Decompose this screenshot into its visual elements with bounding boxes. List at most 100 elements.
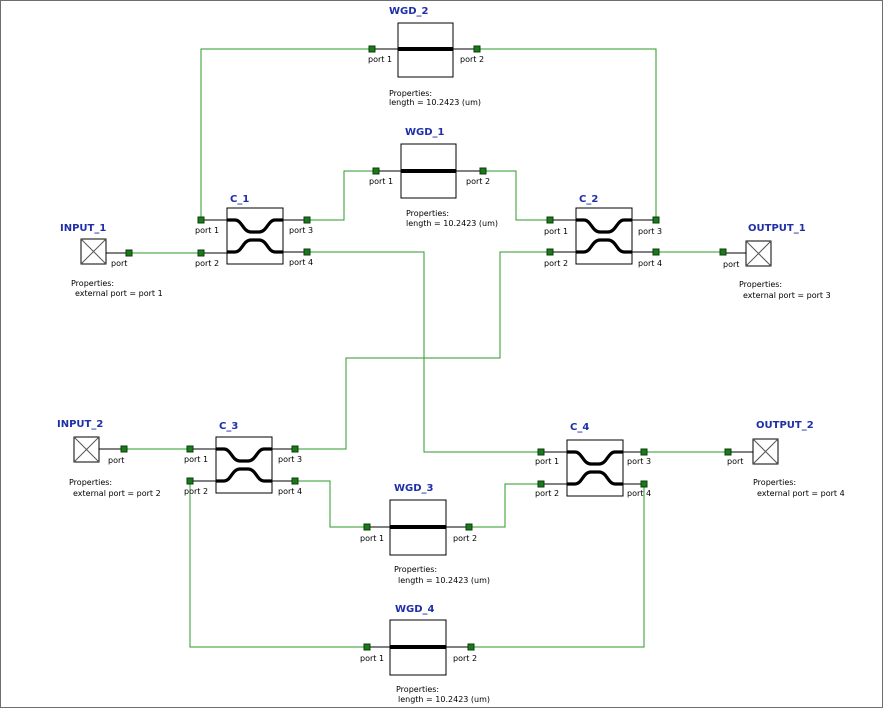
c3-lower-arm [216,467,272,483]
wire-wgd1-c2[interactable] [483,170,550,221]
c2-port3-label: port 3 [638,227,662,236]
wire-c2-c3[interactable] [295,251,550,450]
wgd4-port1-pin[interactable] [363,643,371,651]
output1-title: OUTPUT_1 [748,223,806,234]
wgd3-component[interactable]: WGD_3 port 1 port 2 Properties: length =… [360,483,490,585]
wgd1-component[interactable]: WGD_1 port 1 port 2 Properties: length =… [369,127,498,228]
c3-port1-label: port 1 [184,455,208,464]
wgd1-property-length: length = 10.2423 (um) [406,219,498,228]
output1-properties-heading: Properties: [739,280,782,289]
wire-wgd3-c4[interactable] [469,483,541,528]
connection-wires [124,48,728,648]
c2-title: C_2 [579,194,598,205]
wgd3-port1-pin[interactable] [363,523,371,531]
wgd4-title: WGD_4 [395,604,435,615]
wgd1-port1-pin[interactable] [372,167,380,175]
wire-c3-wgd3[interactable] [295,480,367,528]
output1-cross-b [745,240,772,267]
output2-port-component[interactable]: OUTPUT_2 port Properties: external port … [724,420,845,498]
c1-title: C_1 [230,194,249,205]
c3-port1-pin[interactable] [186,445,194,453]
wgd2-component[interactable]: WGD_2 port 1 port 2 Properties: length =… [368,6,484,107]
c2-port4-pin[interactable] [652,248,660,256]
wgd2-title: WGD_2 [389,6,429,17]
c3-port2-pin[interactable] [186,477,194,485]
c4-upper-arm [567,450,623,466]
c3-coupler[interactable]: C_3 port 1 port 2 port 3 port 4 [184,421,302,496]
output1-port-component[interactable]: OUTPUT_1 port Properties: external port … [719,223,831,300]
c1-port2-label: port 2 [195,259,219,268]
wgd2-port2-pin[interactable] [473,45,481,53]
output2-cross-b [752,438,779,465]
c1-port3-pin[interactable] [303,216,311,224]
c1-port2-pin[interactable] [197,249,205,257]
input2-port-label: port [108,456,124,465]
input2-port-component[interactable]: INPUT_2 port Properties: external port =… [57,419,161,498]
output2-title: OUTPUT_2 [756,420,814,431]
wgd3-port2-label: port 2 [453,534,477,543]
wgd4-port2-pin[interactable] [467,643,475,651]
wire-c3-wgd4[interactable] [189,481,367,648]
c1-port4-label: port 4 [289,258,313,267]
output2-property-external: external port = port 4 [757,489,845,498]
c3-port3-pin[interactable] [291,445,299,453]
wgd1-title: WGD_1 [405,127,445,138]
wgd2-port1-label: port 1 [368,55,392,64]
input2-properties-heading: Properties: [69,478,112,487]
c1-port4-pin[interactable] [303,248,311,256]
wgd2-properties-heading: Properties: [389,89,432,98]
c4-lower-arm [567,470,623,486]
wgd4-property-length: length = 10.2423 (um) [398,695,490,704]
wire-wgd4-c4[interactable] [471,484,645,648]
input1-port-component[interactable]: INPUT_1 port Properties: external port =… [60,223,163,298]
c4-port1-pin[interactable] [537,448,545,456]
c2-upper-arm [576,218,632,234]
c3-title: C_3 [219,421,238,432]
c3-port3-label: port 3 [278,455,302,464]
c3-body[interactable] [215,436,273,494]
wgd4-component[interactable]: WGD_4 port 1 port 2 Properties: length =… [360,604,490,704]
wgd2-port1-pin[interactable] [368,45,376,53]
c3-port4-pin[interactable] [291,477,299,485]
c1-port1-label: port 1 [195,226,219,235]
c4-port3-label: port 3 [627,457,651,466]
c2-port3-pin[interactable] [652,216,660,224]
input2-port-pin[interactable] [120,445,128,453]
output2-port-pin[interactable] [724,448,732,456]
wgd2-port2-label: port 2 [460,55,484,64]
c2-port1-label: port 1 [544,227,568,236]
c1-body[interactable] [226,207,284,265]
output1-port-label: port [723,260,739,269]
wire-wgd2-c2[interactable] [477,48,657,220]
output1-port-pin[interactable] [719,248,727,256]
c1-coupler[interactable]: C_1 port 1 port 2 port 3 port 4 [195,194,313,268]
c2-coupler[interactable]: C_2 port 1 port 2 port 3 port 4 [544,194,662,268]
c1-port1-pin[interactable] [197,216,205,224]
wgd1-port2-pin[interactable] [479,167,487,175]
wgd3-properties-heading: Properties: [394,565,437,574]
output2-port-label: port [727,457,743,466]
c2-body[interactable] [575,207,633,265]
input1-port-pin[interactable] [125,249,133,257]
c4-coupler[interactable]: C_4 port 1 port 2 port 3 port 4 [535,422,651,498]
c4-port2-label: port 2 [535,489,559,498]
c4-port2-pin[interactable] [537,480,545,488]
c4-body[interactable] [566,439,624,497]
wgd2-property-length: length = 10.2423 (um) [389,98,481,107]
c2-port4-label: port 4 [638,259,662,268]
c4-port4-label: port 4 [627,489,651,498]
input1-property-external: external port = port 1 [75,289,163,298]
wgd3-port2-pin[interactable] [465,523,473,531]
c4-port3-pin[interactable] [640,448,648,456]
c2-lower-arm [576,238,632,254]
c4-port4-pin[interactable] [640,480,648,488]
wire-c1-wgd2[interactable] [200,48,372,220]
c2-port1-pin[interactable] [546,216,554,224]
wire-c1-wgd1[interactable] [307,170,376,221]
c2-port2-pin[interactable] [546,248,554,256]
wgd4-properties-heading: Properties: [396,685,439,694]
c3-port4-label: port 4 [278,487,302,496]
wire-c1-c4[interactable] [307,251,541,453]
